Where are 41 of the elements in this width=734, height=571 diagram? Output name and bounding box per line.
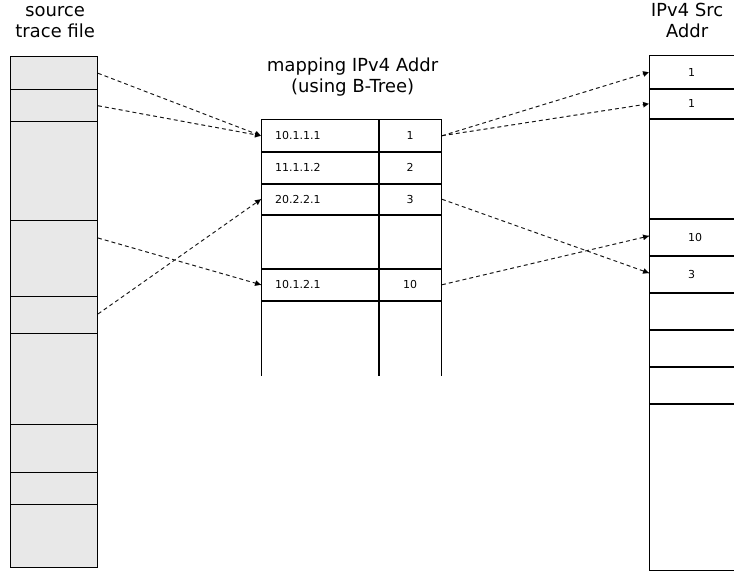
- table-cell: [10, 333, 98, 426]
- table-cell: [10, 504, 98, 568]
- dashed-arrow: [442, 71, 650, 136]
- table-cell: 20.2.2.1: [261, 183, 380, 216]
- dashed-arrow: [442, 198, 650, 274]
- table-cell: [10, 296, 98, 334]
- table-cell: 1: [649, 55, 734, 90]
- table-cell: 3: [649, 255, 734, 294]
- table-cell: [649, 366, 734, 404]
- table-cell: 2: [378, 151, 442, 184]
- table-cell: 10: [378, 268, 442, 302]
- table-cell: 10.1.1.1: [261, 119, 380, 152]
- table-cell: [378, 214, 442, 270]
- table-cell: [649, 403, 734, 571]
- table-cell: [649, 118, 734, 220]
- table-cell: [649, 329, 734, 368]
- dashed-arrow: [442, 102, 650, 136]
- table-cell: 1: [649, 88, 734, 120]
- dashed-arrow: [98, 238, 262, 286]
- column-heading: mapping IPv4 Addr (using B-Tree): [266, 55, 440, 97]
- table-cell: [10, 424, 98, 474]
- table-cell: 1: [378, 119, 442, 152]
- table-cell: [649, 292, 734, 330]
- table-cell: [261, 300, 380, 376]
- table-cell: [10, 121, 98, 222]
- dashed-arrow: [98, 72, 262, 136]
- table-cell: [10, 89, 98, 122]
- column-heading: source trace file: [14, 0, 96, 42]
- table-cell: 10: [649, 218, 734, 256]
- table-cell: [10, 472, 98, 506]
- column-heading: IPv4 Src Addr: [650, 0, 724, 42]
- table-cell: 3: [378, 183, 442, 216]
- table-cell: [10, 220, 98, 298]
- table-cell: 10.1.2.1: [261, 268, 380, 302]
- dashed-arrow: [442, 234, 650, 286]
- dashed-arrow: [98, 105, 262, 138]
- table-cell: [378, 300, 442, 376]
- dashed-arrow: [98, 198, 262, 314]
- table-cell: [10, 56, 98, 90]
- table-cell: [261, 214, 380, 270]
- table-cell: 11.1.1.2: [261, 151, 380, 184]
